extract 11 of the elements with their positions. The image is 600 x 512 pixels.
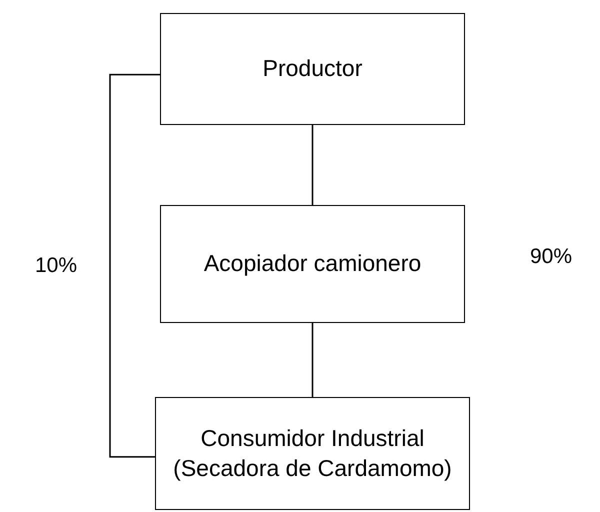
box-label: Consumidor Industrial (Secadora de Cardamomo) (172, 424, 453, 483)
process-box (160, 13, 465, 125)
process-box (155, 397, 470, 510)
box-label: Productor (262, 54, 364, 84)
connector-line (312, 125, 314, 205)
connector-line (109, 74, 160, 458)
process-box (160, 205, 465, 323)
box-label: Acopiador camionero (202, 249, 422, 278)
connector-line (312, 323, 314, 397)
percentage-label: 90% (530, 245, 572, 269)
edge-label: 10% (35, 254, 78, 278)
